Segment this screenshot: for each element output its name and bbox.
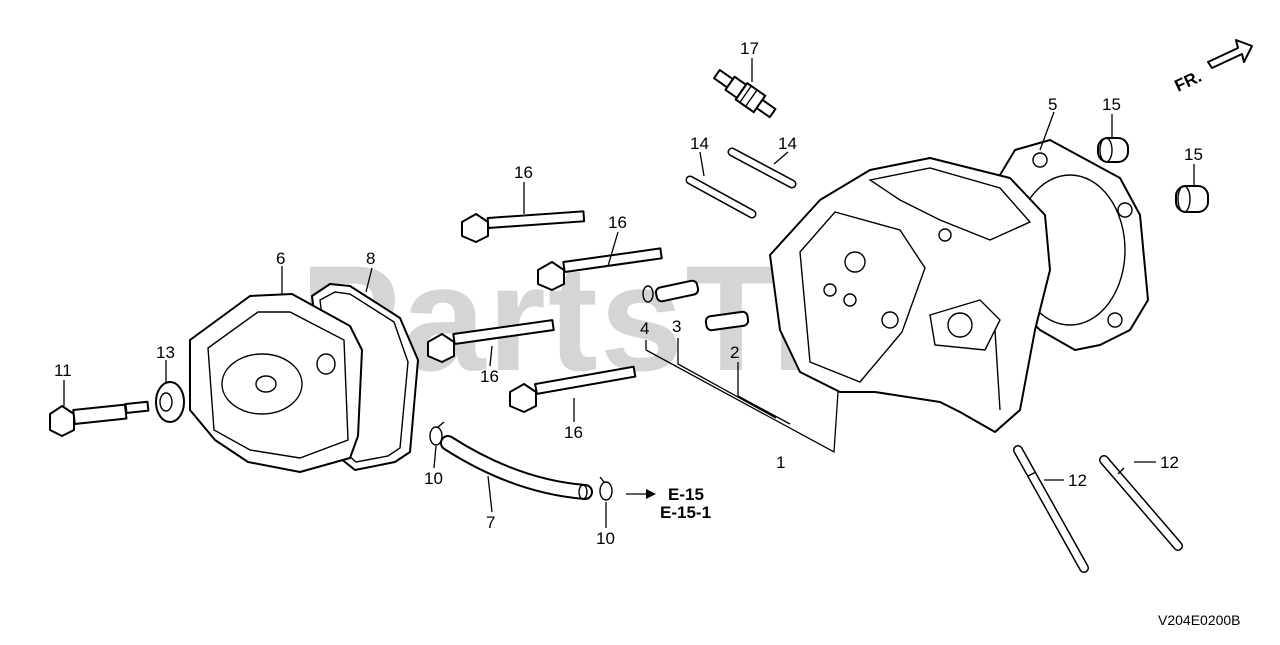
callout-16: 16 xyxy=(514,163,533,182)
valve-guide-lower[interactable] xyxy=(704,310,750,332)
callout-12: 12 xyxy=(1160,453,1179,472)
head-cover-bolt[interactable] xyxy=(49,400,150,437)
long-stud-left[interactable] xyxy=(1013,445,1089,573)
callout-6: 6 xyxy=(276,249,285,268)
front-direction-arrow: FR. xyxy=(1172,39,1253,96)
cylinder-head[interactable] xyxy=(769,157,1051,433)
flange-bolt-3[interactable] xyxy=(427,319,555,363)
callout-5: 5 xyxy=(1048,95,1057,114)
callout-15: 15 xyxy=(1184,145,1203,164)
tube-clamp-right[interactable] xyxy=(599,476,613,501)
callout-10: 10 xyxy=(424,469,443,488)
callout-16: 16 xyxy=(480,367,499,386)
callout-13: 13 xyxy=(156,343,175,362)
callout-15: 15 xyxy=(1102,95,1121,114)
dowel-pin-lower[interactable] xyxy=(1175,185,1209,213)
tube-clamp-left[interactable] xyxy=(429,421,445,446)
flange-bolt-2[interactable] xyxy=(537,247,663,291)
stud-upper[interactable] xyxy=(727,147,797,189)
dowel-pin-upper[interactable] xyxy=(1097,137,1129,163)
sealing-washer[interactable] xyxy=(155,381,185,423)
flange-bolt-1[interactable] xyxy=(461,210,586,243)
valve-guide-upper[interactable] xyxy=(654,279,700,303)
front-direction-label: FR. xyxy=(1172,67,1205,96)
callout-numbers: 17 14 14 5 15 15 16 16 16 16 6 8 13 11 4… xyxy=(54,39,1203,548)
flange-bolt-4[interactable] xyxy=(509,365,637,413)
callout-1: 1 xyxy=(776,453,785,472)
cross-reference-e15[interactable]: E-15 xyxy=(668,485,704,504)
spark-plug[interactable] xyxy=(711,66,778,121)
cross-reference-e15-1[interactable]: E-15-1 xyxy=(660,503,711,522)
callout-14: 14 xyxy=(778,134,797,153)
leader-lines xyxy=(63,58,1195,528)
long-stud-right[interactable] xyxy=(1099,455,1183,551)
callout-8: 8 xyxy=(366,249,375,268)
callout-2: 2 xyxy=(730,343,739,362)
breather-tube[interactable] xyxy=(440,435,593,500)
callout-11: 11 xyxy=(54,361,72,380)
callout-16: 16 xyxy=(608,213,627,232)
stud-lower[interactable] xyxy=(685,175,757,219)
callout-14: 14 xyxy=(690,134,709,153)
callout-4: 4 xyxy=(640,319,649,338)
callout-17: 17 xyxy=(740,39,759,58)
callout-3: 3 xyxy=(672,317,681,336)
callout-16: 16 xyxy=(564,423,583,442)
callout-7: 7 xyxy=(486,513,495,532)
callout-10: 10 xyxy=(596,529,615,548)
retaining-clip[interactable] xyxy=(642,285,654,303)
head-cover[interactable] xyxy=(189,293,363,473)
callout-12: 12 xyxy=(1068,471,1087,490)
diagram-code: V204E0200B xyxy=(1158,612,1241,628)
